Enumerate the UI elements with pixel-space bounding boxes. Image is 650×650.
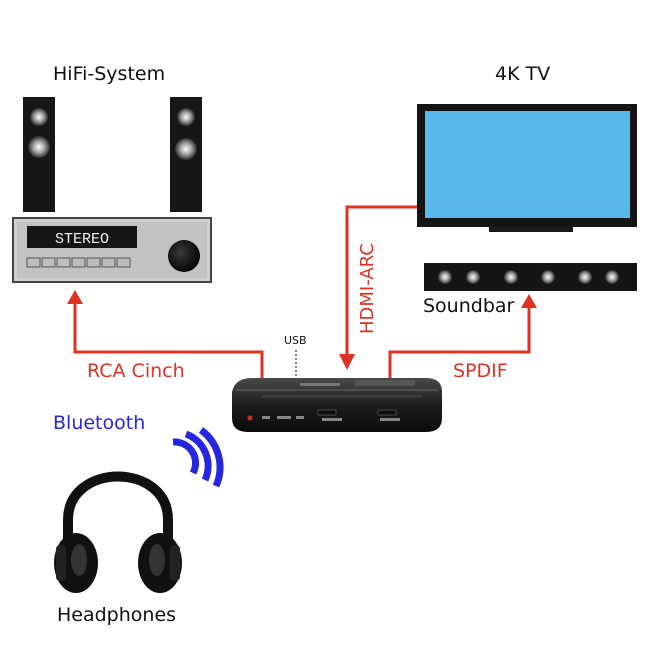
volume-knob-icon — [168, 240, 200, 272]
bluetooth-label: Bluetooth — [53, 412, 146, 434]
stereo-receiver-icon — [12, 217, 212, 283]
headphones-label: Headphones — [57, 604, 177, 626]
tv-label: 4K TV — [495, 63, 551, 85]
hifi-system-label: HiFi-System — [53, 63, 166, 85]
spdif-arrowhead — [521, 294, 537, 308]
television-icon — [417, 104, 637, 232]
soundbar-label: Soundbar — [423, 295, 515, 317]
spdif-connection-arrow — [388, 304, 531, 378]
speaker-right-icon — [170, 97, 202, 212]
headphones-icon — [54, 471, 182, 593]
audio-extractor-box-icon — [232, 378, 442, 432]
hdmi-arc-label: HDMI-ARC — [357, 243, 378, 334]
rca-cinch-label: RCA Cinch — [87, 360, 185, 382]
speaker-left-icon — [23, 97, 55, 212]
receiver-display-text: STEREO — [55, 231, 109, 248]
rca-arrowhead — [67, 290, 83, 304]
wireless-waves-icon — [172, 427, 224, 488]
soundbar-icon — [424, 263, 637, 291]
usb-label: USB — [284, 334, 307, 347]
spdif-label: SPDIF — [453, 360, 508, 382]
hdmi-arc-arrowhead — [339, 354, 355, 370]
rca-connection-arrow — [73, 300, 264, 378]
hdmi-arc-connection-arrow — [345, 205, 417, 357]
receiver-buttons — [26, 257, 131, 268]
